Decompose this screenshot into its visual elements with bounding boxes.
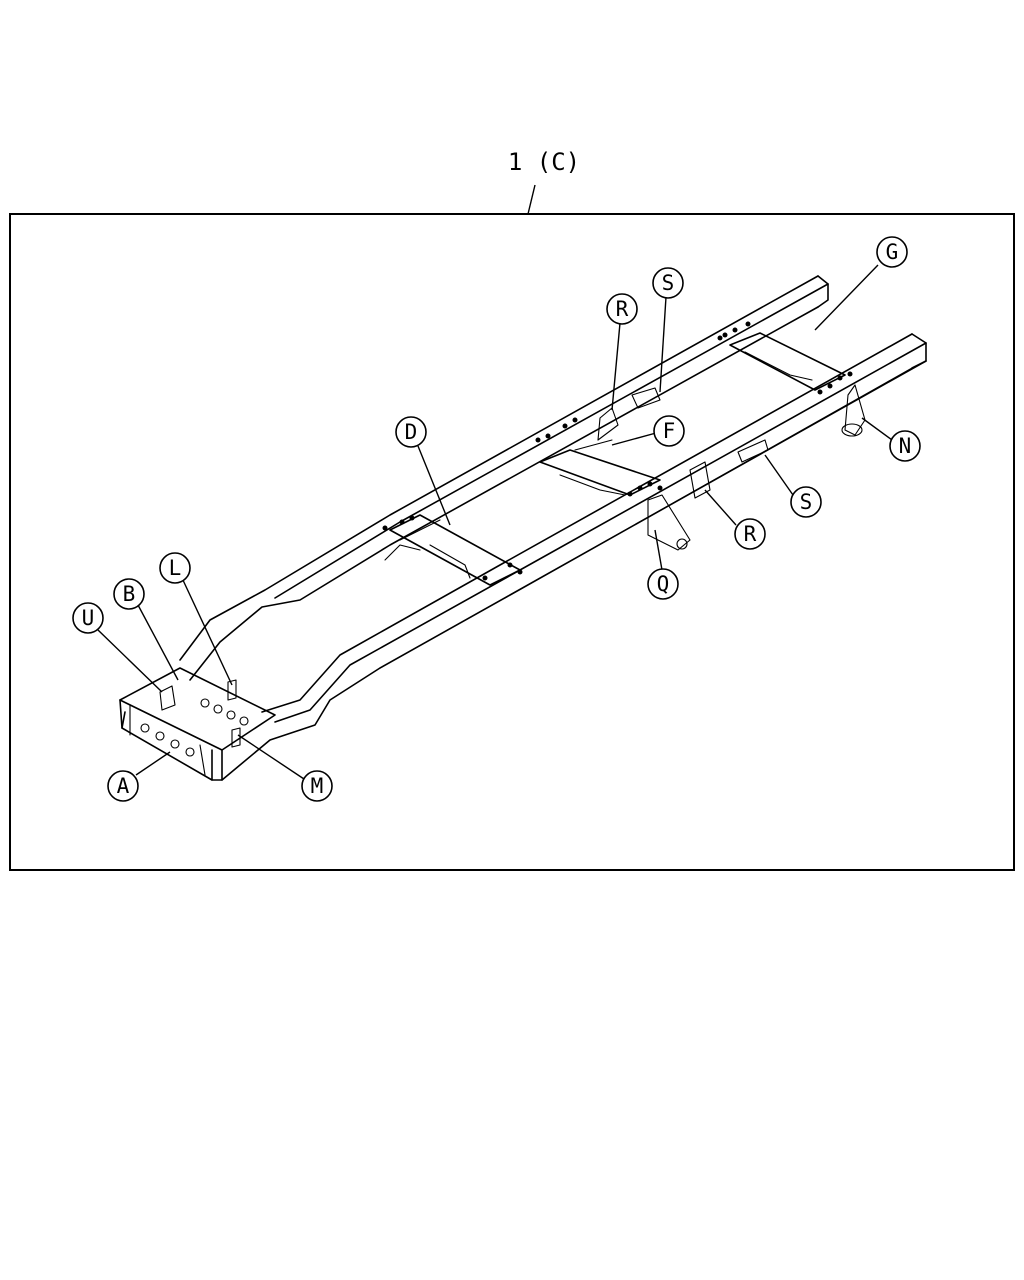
bracket-r-right — [689, 461, 711, 499]
callout-s-top: S — [652, 267, 684, 299]
svg-text:B: B — [123, 582, 136, 606]
crossmember-g — [722, 321, 853, 391]
svg-text:N: N — [899, 434, 912, 458]
bracket-r-top — [597, 407, 619, 441]
svg-text:R: R — [616, 297, 629, 321]
svg-text:L: L — [169, 556, 182, 580]
callout-g: G — [876, 236, 908, 268]
callout-l: L — [159, 552, 191, 584]
callout-r-right: R — [734, 518, 766, 550]
assembly-label: 1 (C) — [508, 148, 580, 176]
callout-b: B — [113, 578, 145, 610]
callout-n: N — [889, 430, 921, 462]
chassis-frame — [119, 275, 927, 781]
svg-text:U: U — [82, 606, 95, 630]
callout-a: A — [107, 770, 139, 802]
svg-text:A: A — [117, 774, 130, 798]
far-side-rail — [179, 275, 829, 681]
svg-text:D: D — [405, 420, 418, 444]
bracket-q — [647, 494, 691, 551]
crossmember-f — [535, 433, 663, 496]
front-crossmember — [119, 667, 276, 781]
svg-text:S: S — [800, 490, 813, 514]
svg-text:R: R — [744, 522, 757, 546]
diagram-border — [9, 213, 1015, 871]
leader-lines — [97, 264, 893, 780]
svg-text:G: G — [886, 240, 899, 264]
crossmember-d — [384, 514, 523, 586]
callout-q: Q — [647, 568, 679, 600]
callout-m: M — [301, 770, 333, 802]
svg-text:M: M — [311, 774, 324, 798]
bracket-s-top — [631, 387, 661, 409]
callout-d: D — [395, 416, 427, 448]
callout-s-right: S — [790, 486, 822, 518]
bracket-n — [841, 384, 866, 437]
bracket-s-right — [737, 439, 769, 463]
svg-text:S: S — [662, 271, 675, 295]
callout-u: U — [72, 602, 104, 634]
near-side-rail — [221, 333, 927, 781]
svg-text:Q: Q — [657, 572, 670, 596]
callout-r-top: R — [606, 293, 638, 325]
svg-text:F: F — [663, 419, 676, 443]
callout-f: F — [653, 415, 685, 447]
assembly-leader — [527, 184, 536, 215]
